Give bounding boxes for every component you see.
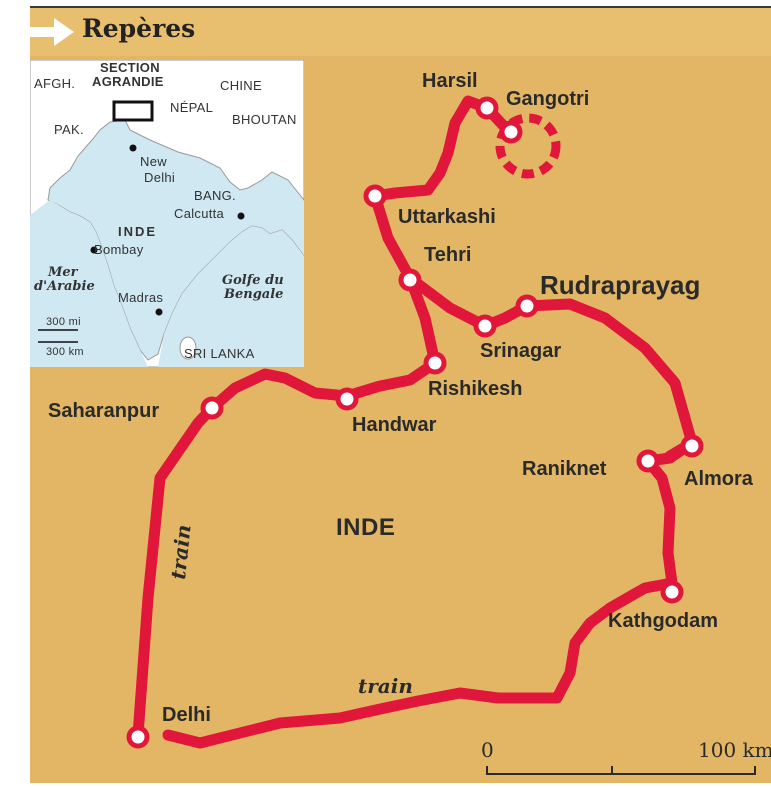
place-label-tehri: Tehri xyxy=(424,244,472,266)
inset-label-arabie: d'Arabie xyxy=(34,279,95,294)
inset-label-golfe: Golfe du xyxy=(222,273,284,288)
place-label-rudraprayag: Rudraprayag xyxy=(540,270,701,300)
place-label-harsil: Harsil xyxy=(422,70,478,92)
inset-label-sri-lanka: SRI LANKA xyxy=(184,346,255,361)
stop-marker-harsil xyxy=(475,96,499,120)
inset-label-chine: CHINE xyxy=(220,78,262,93)
place-label-handwar: Handwar xyxy=(352,414,437,436)
city-dot-calcutta xyxy=(237,212,245,220)
stop-marker-uttarkashi xyxy=(363,184,387,208)
stop-marker-rudraprayag xyxy=(515,294,539,318)
place-label-almora: Almora xyxy=(684,468,753,490)
inset-section-label-2: AGRANDIE xyxy=(92,74,164,89)
stop-marker-srinagar xyxy=(473,314,497,338)
place-label-uttarkashi: Uttarkashi xyxy=(398,206,496,228)
inset-label-bengale: Bengale xyxy=(224,287,284,302)
city-dot-new-delhi xyxy=(129,144,137,152)
stop-marker-handwar xyxy=(335,387,359,411)
place-label-srinagar: Srinagar xyxy=(480,340,562,362)
stop-marker-raniknet xyxy=(636,449,660,473)
route-map xyxy=(126,95,756,775)
stop-marker-rishikesh xyxy=(423,351,447,375)
inset-label-mer: Mer xyxy=(48,265,78,280)
place-label-saharanpur: Saharanpur xyxy=(48,400,160,422)
stop-marker-gangotri xyxy=(499,120,523,144)
place-label-rishikesh: Rishikesh xyxy=(428,378,523,400)
inset-scale-mi: 300 mi xyxy=(46,316,81,328)
arrow-right-icon xyxy=(30,18,74,46)
inset-label-madras: Madras xyxy=(118,290,164,305)
city-dot-madras xyxy=(155,308,163,316)
place-label-raniknet: Raniknet xyxy=(522,458,607,480)
stop-marker-almora xyxy=(680,434,704,458)
inset-section-label-1: SECTION xyxy=(100,60,160,75)
city-dot-bombay xyxy=(90,246,98,254)
scale-label-100km: 100 km xyxy=(698,738,771,762)
stop-marker-kathgodam xyxy=(660,580,684,604)
inset-label-new: New xyxy=(140,154,167,169)
route-line-loop xyxy=(162,272,698,749)
country-label-inde: INDE xyxy=(336,514,396,541)
stop-marker-saharanpur xyxy=(200,396,224,420)
inset-scale-km: 300 km xyxy=(46,346,84,358)
section-title: Repères xyxy=(82,14,196,43)
section-header: Repères xyxy=(30,8,771,56)
inset-label-bhoutan: BHOUTAN xyxy=(232,112,297,127)
inset-label-bombay: Bombay xyxy=(94,242,144,257)
place-label-delhi: Delhi xyxy=(162,704,211,726)
locator-inset-map: SECTION AGRANDIE AFGH. CHINE NÉPAL BHOUT… xyxy=(30,60,304,367)
inset-label-afgh: AFGH. xyxy=(34,76,76,91)
inset-label-calcutta: Calcutta xyxy=(174,206,225,221)
place-label-gangotri: Gangotri xyxy=(506,88,590,110)
stop-marker-delhi xyxy=(126,725,150,749)
map-frame: Repères SECTION AGRANDIE AFGH. CHINE NÉP… xyxy=(30,8,771,783)
scale-label-zero: 0 xyxy=(481,738,494,762)
inset-land xyxy=(30,60,304,367)
place-label-kathgodam: Kathgodam xyxy=(608,610,718,632)
inset-label-pak: PAK. xyxy=(54,122,84,137)
inset-label-inde: INDE xyxy=(118,224,158,239)
inset-label-delhi: Delhi xyxy=(144,170,176,185)
scale-bar xyxy=(486,766,756,775)
section-agrandie-box xyxy=(112,100,154,122)
inset-label-bang: BANG. xyxy=(194,188,236,203)
inset-label-nepal: NÉPAL xyxy=(170,100,214,115)
gangotri-area-marker xyxy=(495,113,561,179)
route-label-train-horizontal: train xyxy=(358,674,413,698)
stop-marker-tehri xyxy=(398,268,422,292)
